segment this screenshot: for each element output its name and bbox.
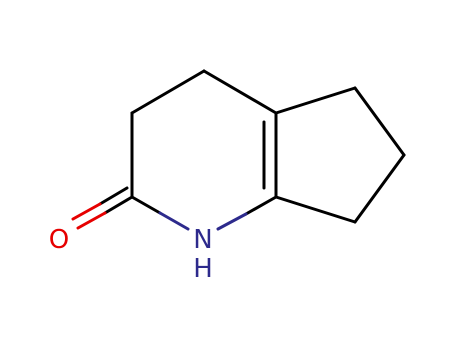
atom-labels: O N H (49, 225, 213, 284)
bond-c7a-n-blue (216, 212, 248, 231)
bond-c4-c4a (202, 69, 278, 115)
bond-c2-o-red-2 (71, 202, 102, 221)
bonds (71, 69, 406, 231)
bond-c2-o-black-2 (98, 186, 129, 206)
bond-c7a-n-black (244, 195, 278, 216)
bond-c5-c6 (353, 86, 406, 157)
bond-c2-o-red-1 (76, 211, 107, 230)
atom-label-oxygen: O (49, 225, 69, 255)
bond-c3-c4 (130, 69, 206, 115)
bond-c2-o-black-1 (103, 195, 134, 215)
bond-c6-c7 (353, 153, 406, 224)
bond-c4a-c5 (274, 86, 357, 115)
atom-label-nitrogen-hydrogen: H (193, 254, 213, 284)
bond-c2-n-blue (158, 211, 190, 231)
atom-label-nitrogen: N (193, 225, 212, 255)
bond-c2-n-black (130, 195, 162, 215)
bond-c7-c7a (274, 195, 357, 224)
